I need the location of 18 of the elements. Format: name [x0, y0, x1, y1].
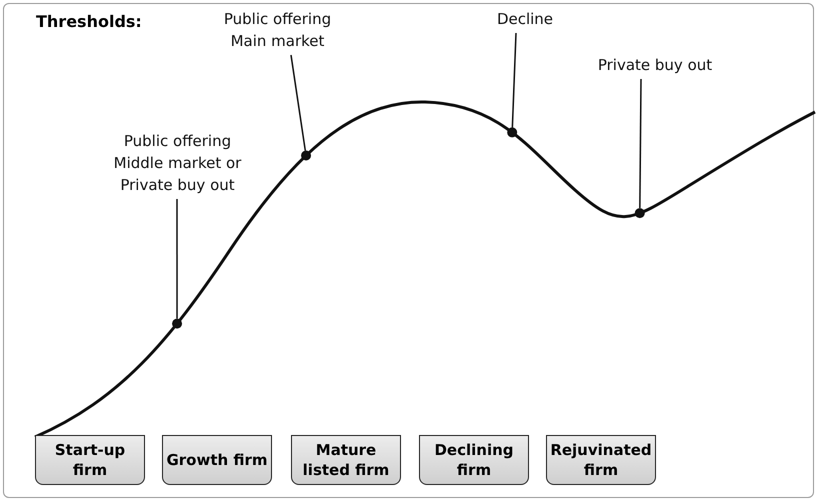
curve-point	[172, 318, 182, 329]
stage-box: Start-up firm	[35, 435, 145, 485]
curve-point	[301, 150, 312, 160]
curve-point	[634, 208, 645, 218]
curve-point	[507, 127, 518, 138]
leader-line	[512, 32, 517, 128]
stage-box: Rejuvinated firm	[546, 435, 656, 485]
threshold-label: Public offering Middle market or Private buy out	[100, 130, 255, 196]
threshold-label: Decline	[480, 8, 570, 30]
leader-line	[176, 199, 178, 319]
threshold-label: Private buy out	[590, 54, 720, 76]
stage-box: Growth firm	[162, 435, 272, 485]
leader-line	[290, 54, 306, 151]
diagram-title: Thresholds:	[36, 12, 142, 31]
stage-box: Mature listed firm	[291, 435, 401, 485]
leader-line	[639, 79, 642, 208]
threshold-label: Public offering Main market	[205, 8, 350, 52]
stage-box: Declining firm	[419, 435, 529, 485]
